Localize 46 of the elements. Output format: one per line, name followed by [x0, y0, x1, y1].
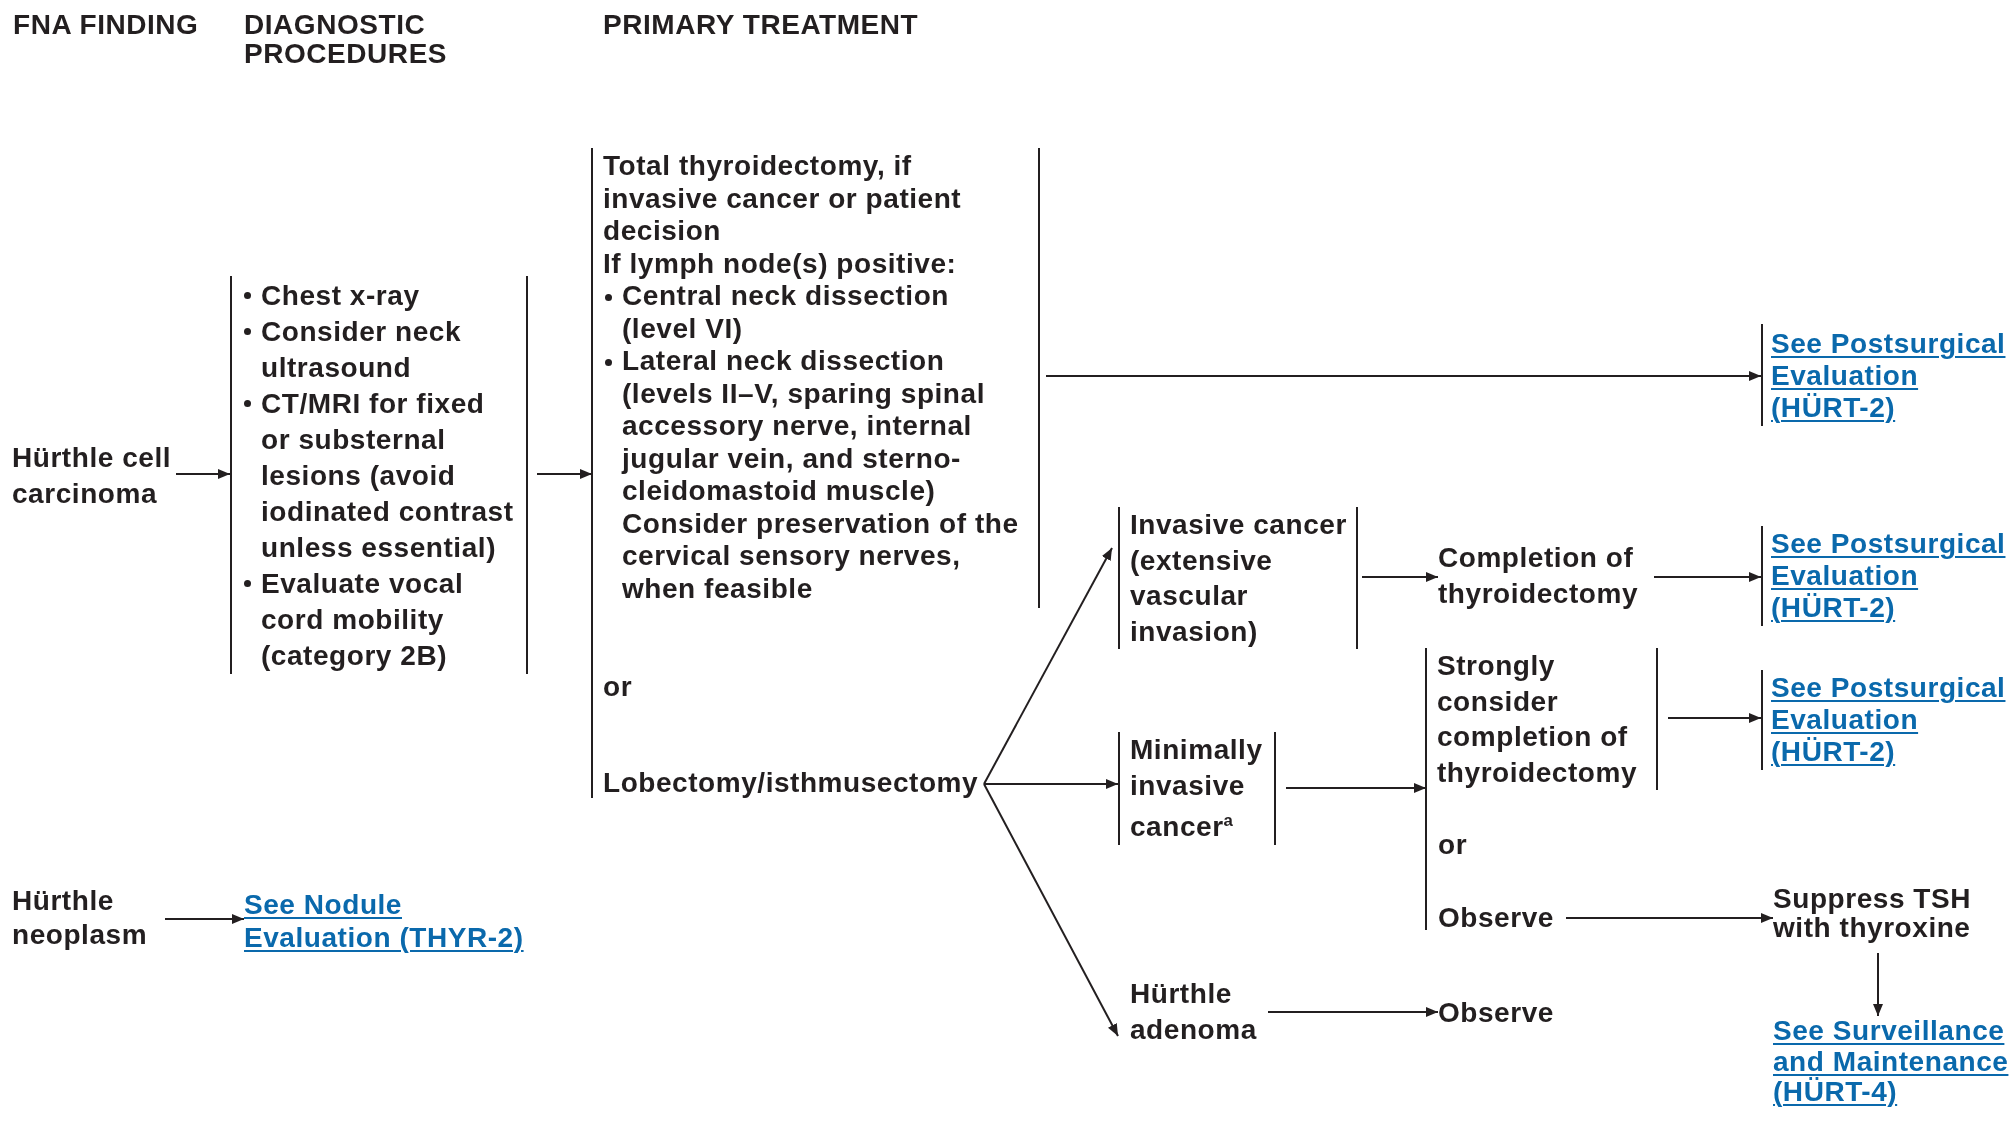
node-text: If lymph node(s) positive:: [603, 247, 958, 280]
node-text: Consider preservation of the cervical sensory nerves, when feasible: [622, 507, 1020, 605]
arrow: [983, 779, 1119, 789]
node-text: Lobectomy/isthmusectomy: [603, 766, 980, 800]
bracket-box: [1118, 732, 1276, 845]
arrow: [1285, 783, 1427, 793]
arrow: [1267, 1007, 1439, 1017]
node-text: Hürthle adenoma: [1130, 977, 1258, 1047]
bracket-box: [230, 276, 528, 674]
node-text: Observe: [1438, 996, 1555, 1030]
bullet-item: CT/MRI for fixed or substernal lesions (avoid iodinated contrast unless essential): [261, 387, 515, 565]
arrow: [1873, 952, 1883, 1017]
arrow: [1361, 572, 1439, 582]
reference-link: See Surveillance and Maintenance (HÜRT-4): [1773, 1016, 2010, 1108]
column-header: PRIMARY TREATMENT: [603, 10, 920, 39]
or-text: or: [1438, 830, 1469, 859]
reference-link: See Postsurgical Evaluation (HÜRT-2): [1771, 528, 2007, 624]
reference-link: See Nodule Evaluation (THYR-2): [244, 888, 525, 954]
or-text: or: [603, 672, 634, 701]
bullet-item: Chest x-ray: [261, 279, 421, 313]
node-text: Total thyroidectomy, if invasive cancer or patient decision: [603, 150, 963, 248]
arrow: [1667, 713, 1762, 723]
arrow: [536, 469, 593, 479]
arrow: [1653, 572, 1762, 582]
reference-link: See Postsurgical Evaluation (HÜRT-2): [1771, 672, 2007, 768]
arrow: [175, 469, 231, 479]
node-text: Hürthle cell carcinoma: [12, 441, 173, 511]
node-text: Observe: [1438, 901, 1555, 935]
reference-link: See Postsurgical Evaluation (HÜRT-2): [1771, 328, 2007, 424]
column-header: DIAGNOSTIC PROCEDURES: [244, 10, 449, 68]
bullet-item: Consider neck ultrasound: [261, 315, 463, 385]
arrow: [983, 783, 1119, 1037]
arrow: [983, 547, 1113, 785]
node-text: Minimally invasive cancer$^{a}$: [1130, 733, 1264, 845]
arrow: [164, 914, 245, 924]
node-text: Completion of thyroidectomy: [1438, 541, 1640, 611]
bullet-item: Lateral neck dissection (levels II–V, sparing spinal accessory nerve, internal jugular vein, and sterno-cleidomastoid muscle): [622, 345, 986, 508]
arrow: [1565, 913, 1774, 923]
column-header: FNA FINDING: [13, 10, 200, 39]
node-text: Suppress TSH with thyroxine: [1773, 884, 1972, 942]
arrow: [1045, 371, 1762, 381]
bullet-item: Central neck dissection (level VI): [622, 280, 950, 345]
node-text: Hürthle neoplasm: [12, 884, 149, 952]
node-text: Invasive cancer (extensive vascular invasion): [1130, 508, 1348, 649]
node-text: Strongly consider completion of thyroidectomy: [1437, 649, 1639, 790]
bullet-item: Evaluate vocal cord mobility (category 2B): [261, 567, 465, 673]
